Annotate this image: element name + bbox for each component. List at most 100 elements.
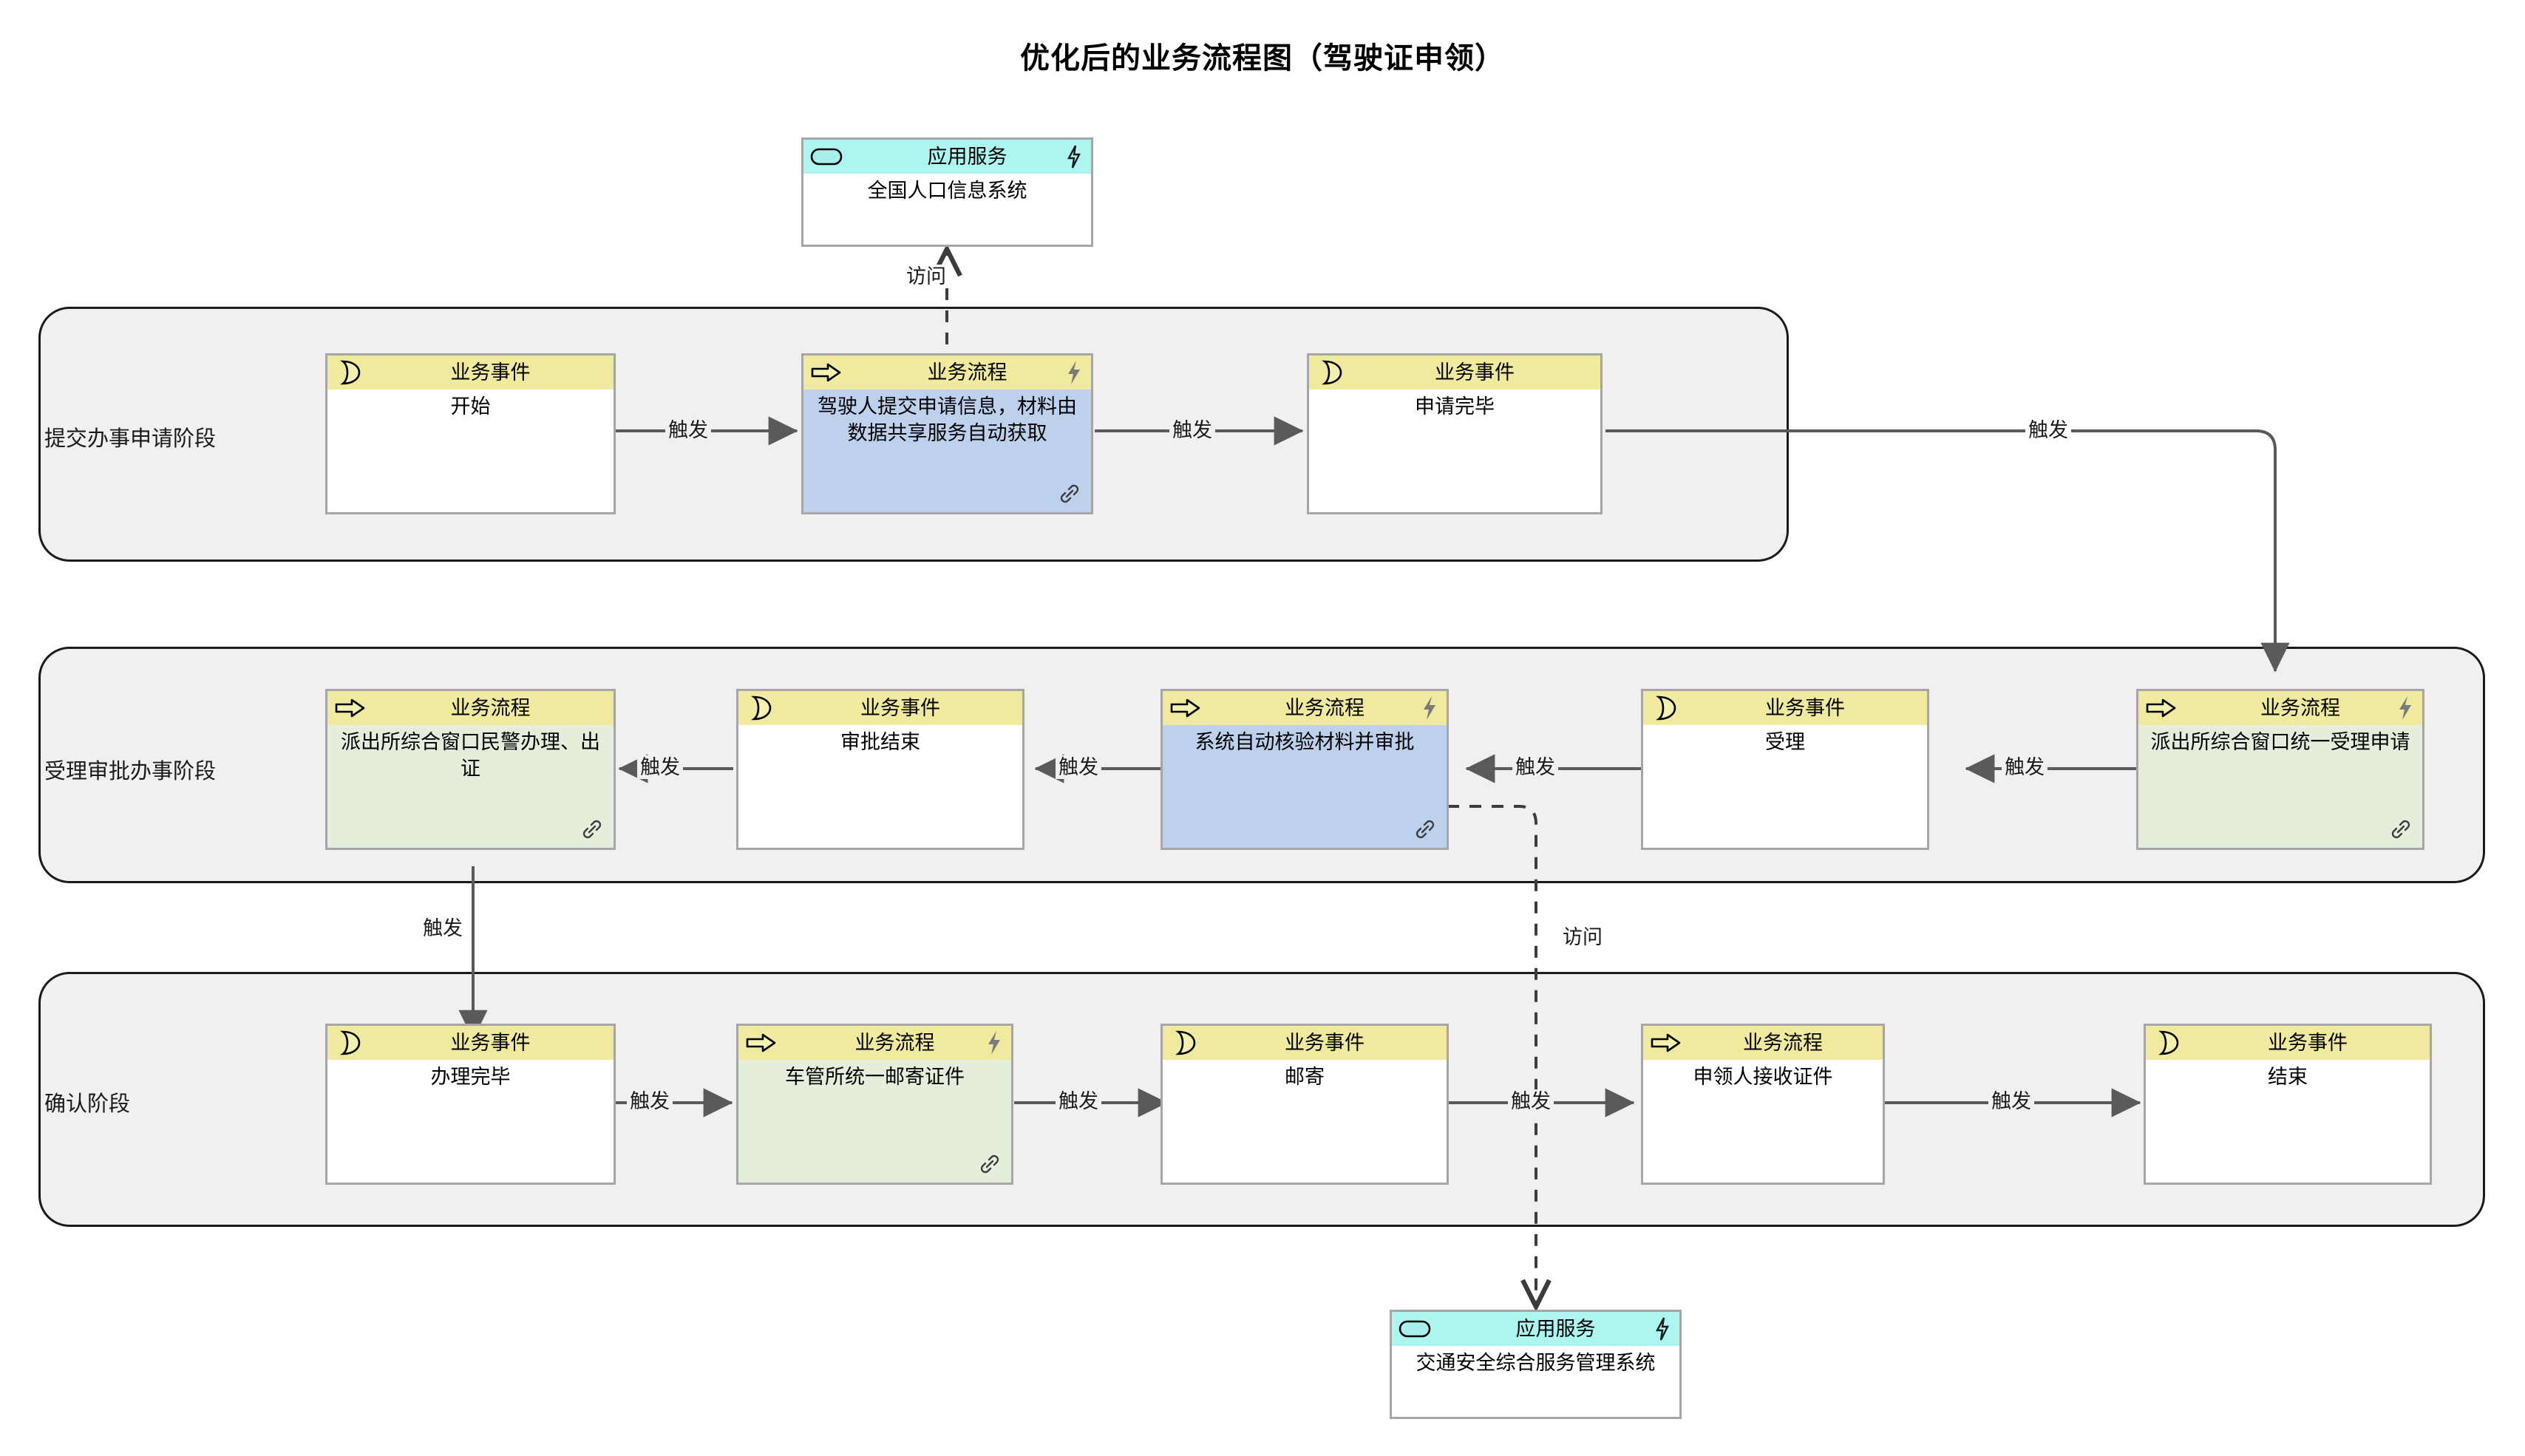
link-chain-icon [1057, 481, 1082, 506]
node-type-label: 应用服务 [927, 146, 1007, 168]
node-name: 开始 [327, 389, 614, 512]
arrow-right-icon [738, 1033, 784, 1053]
node-business-process-submit[interactable]: 业务流程 驾驶人提交申请信息，材料由数据共享服务自动获取 [801, 353, 1093, 514]
node-type-label: 业务事件 [450, 1032, 531, 1054]
node-name: 驾驶人提交申请信息，材料由数据共享服务自动获取 [803, 389, 1091, 512]
node-type-label: 业务事件 [450, 361, 531, 384]
node-header: 业务事件 [327, 1026, 614, 1060]
node-type-label: 业务流程 [1743, 1032, 1823, 1054]
node-name: 车管所统一邮寄证件 [738, 1060, 1011, 1183]
node-header: 业务流程 [327, 691, 614, 725]
edge-label-access-2: 访问 [1560, 925, 1605, 949]
node-business-event-accept[interactable]: 业务事件 受理 [1641, 689, 1929, 850]
node-header: 业务流程 [1163, 691, 1447, 725]
arrow-right-icon [803, 362, 849, 383]
edge-label-trigger-10: 触发 [1056, 1089, 1101, 1113]
node-name: 申请完毕 [1309, 389, 1600, 512]
node-business-process-police-handle[interactable]: 业务流程 派出所综合窗口民警办理、出证 [325, 689, 616, 850]
rounded-rect-icon [803, 148, 849, 166]
node-business-event-applied[interactable]: 业务事件 申请完毕 [1307, 353, 1603, 514]
edge-label-trigger-8: 触发 [420, 916, 466, 940]
lightning-bolt-icon [985, 1029, 1004, 1057]
node-name: 审批结束 [738, 725, 1022, 848]
swimlane-label-approve: 受理审批办事阶段 [44, 760, 217, 783]
node-name: 派出所综合窗口统一受理申请 [2138, 725, 2422, 848]
node-header: 业务流程 [2138, 691, 2422, 725]
page-title: 优化后的业务流程图（驾驶证申领） [1020, 42, 1505, 75]
node-type-label: 业务事件 [1285, 1032, 1365, 1054]
event-icon [2146, 1030, 2192, 1056]
node-business-process-auto-check[interactable]: 业务流程 系统自动核验材料并审批 [1160, 689, 1449, 850]
node-header: 业务事件 [2146, 1026, 2430, 1060]
node-business-event-handled[interactable]: 业务事件 办理完毕 [325, 1024, 616, 1185]
node-name: 全国人口信息系统 [803, 174, 1091, 245]
node-name: 邮寄 [1163, 1060, 1447, 1183]
node-application-service-traffic[interactable]: 应用服务 交通安全综合服务管理系统 [1390, 1310, 1682, 1419]
node-header: 业务事件 [327, 356, 614, 389]
node-business-event-end[interactable]: 业务事件 结束 [2144, 1024, 2432, 1185]
edge-label-trigger-3: 触发 [2025, 418, 2071, 442]
arrow-right-icon [1643, 1033, 1689, 1053]
lightning-bolt-icon [2396, 694, 2415, 722]
node-type-label: 业务事件 [2268, 1032, 2348, 1054]
rounded-rect-icon [1392, 1320, 1438, 1338]
node-business-event-approve-end[interactable]: 业务事件 审批结束 [736, 689, 1024, 850]
node-type-label: 应用服务 [1515, 1318, 1596, 1340]
link-chain-icon [580, 817, 605, 842]
node-type-label: 业务流程 [927, 361, 1007, 384]
lightning-bolt-icon [1653, 1315, 1672, 1343]
node-name: 派出所综合窗口民警办理、出证 [327, 725, 614, 848]
node-business-event-start[interactable]: 业务事件 开始 [325, 353, 616, 514]
link-chain-icon [977, 1151, 1002, 1177]
node-type-label: 业务事件 [1435, 361, 1515, 384]
swimlane-label-confirm: 确认阶段 [44, 1092, 131, 1116]
swimlane-label-submit: 提交办事申请阶段 [44, 427, 217, 451]
lightning-bolt-icon [1064, 143, 1084, 171]
node-header: 业务事件 [1643, 691, 1927, 725]
node-application-service-population[interactable]: 应用服务 全国人口信息系统 [801, 137, 1093, 247]
link-chain-icon [2388, 817, 2413, 842]
edge-label-access-1: 访问 [903, 265, 949, 288]
node-name: 办理完毕 [327, 1060, 614, 1183]
node-name: 系统自动核验材料并审批 [1163, 725, 1447, 848]
node-business-process-accept-apply[interactable]: 业务流程 派出所综合窗口统一受理申请 [2136, 689, 2424, 850]
link-chain-icon [1413, 817, 1438, 842]
edge-label-trigger-12: 触发 [1988, 1089, 2034, 1113]
edge-label-trigger-1: 触发 [665, 418, 711, 442]
node-header: 应用服务 [1392, 1312, 1679, 1346]
edge-label-trigger-6: 触发 [1056, 755, 1101, 779]
edge-label-trigger-7: 触发 [637, 755, 683, 779]
edge-label-trigger-11: 触发 [1508, 1089, 1554, 1113]
arrow-right-icon [2138, 698, 2184, 718]
node-name: 结束 [2146, 1060, 2430, 1183]
event-icon [327, 359, 373, 386]
node-type-label: 业务事件 [1765, 697, 1845, 719]
event-icon [1643, 695, 1689, 721]
node-header: 业务流程 [1643, 1026, 1883, 1060]
edge-label-trigger-4: 触发 [2002, 755, 2047, 779]
node-type-label: 业务流程 [1285, 697, 1365, 719]
node-header: 业务流程 [738, 1026, 1011, 1060]
event-icon [327, 1030, 373, 1056]
node-business-process-receive[interactable]: 业务流程 申领人接收证件 [1641, 1024, 1885, 1185]
edge-label-trigger-5: 触发 [1512, 755, 1558, 779]
lightning-bolt-icon [1420, 694, 1439, 722]
event-icon [1163, 1030, 1209, 1056]
event-icon [1309, 359, 1355, 386]
node-type-label: 业务事件 [860, 697, 940, 719]
node-header: 业务流程 [803, 356, 1091, 389]
node-header: 业务事件 [1309, 356, 1600, 389]
arrow-right-icon [1163, 698, 1209, 718]
lightning-bolt-icon [1064, 358, 1084, 387]
edge-label-trigger-2: 触发 [1169, 418, 1215, 442]
node-name: 受理 [1643, 725, 1927, 848]
node-name: 申领人接收证件 [1643, 1060, 1883, 1183]
node-header: 业务事件 [738, 691, 1022, 725]
node-header: 业务事件 [1163, 1026, 1447, 1060]
node-header: 应用服务 [803, 140, 1091, 174]
node-type-label: 业务流程 [2260, 697, 2340, 719]
node-name: 交通安全综合服务管理系统 [1392, 1346, 1679, 1417]
node-business-event-mailing[interactable]: 业务事件 邮寄 [1160, 1024, 1449, 1185]
node-business-process-mail[interactable]: 业务流程 车管所统一邮寄证件 [736, 1024, 1013, 1185]
